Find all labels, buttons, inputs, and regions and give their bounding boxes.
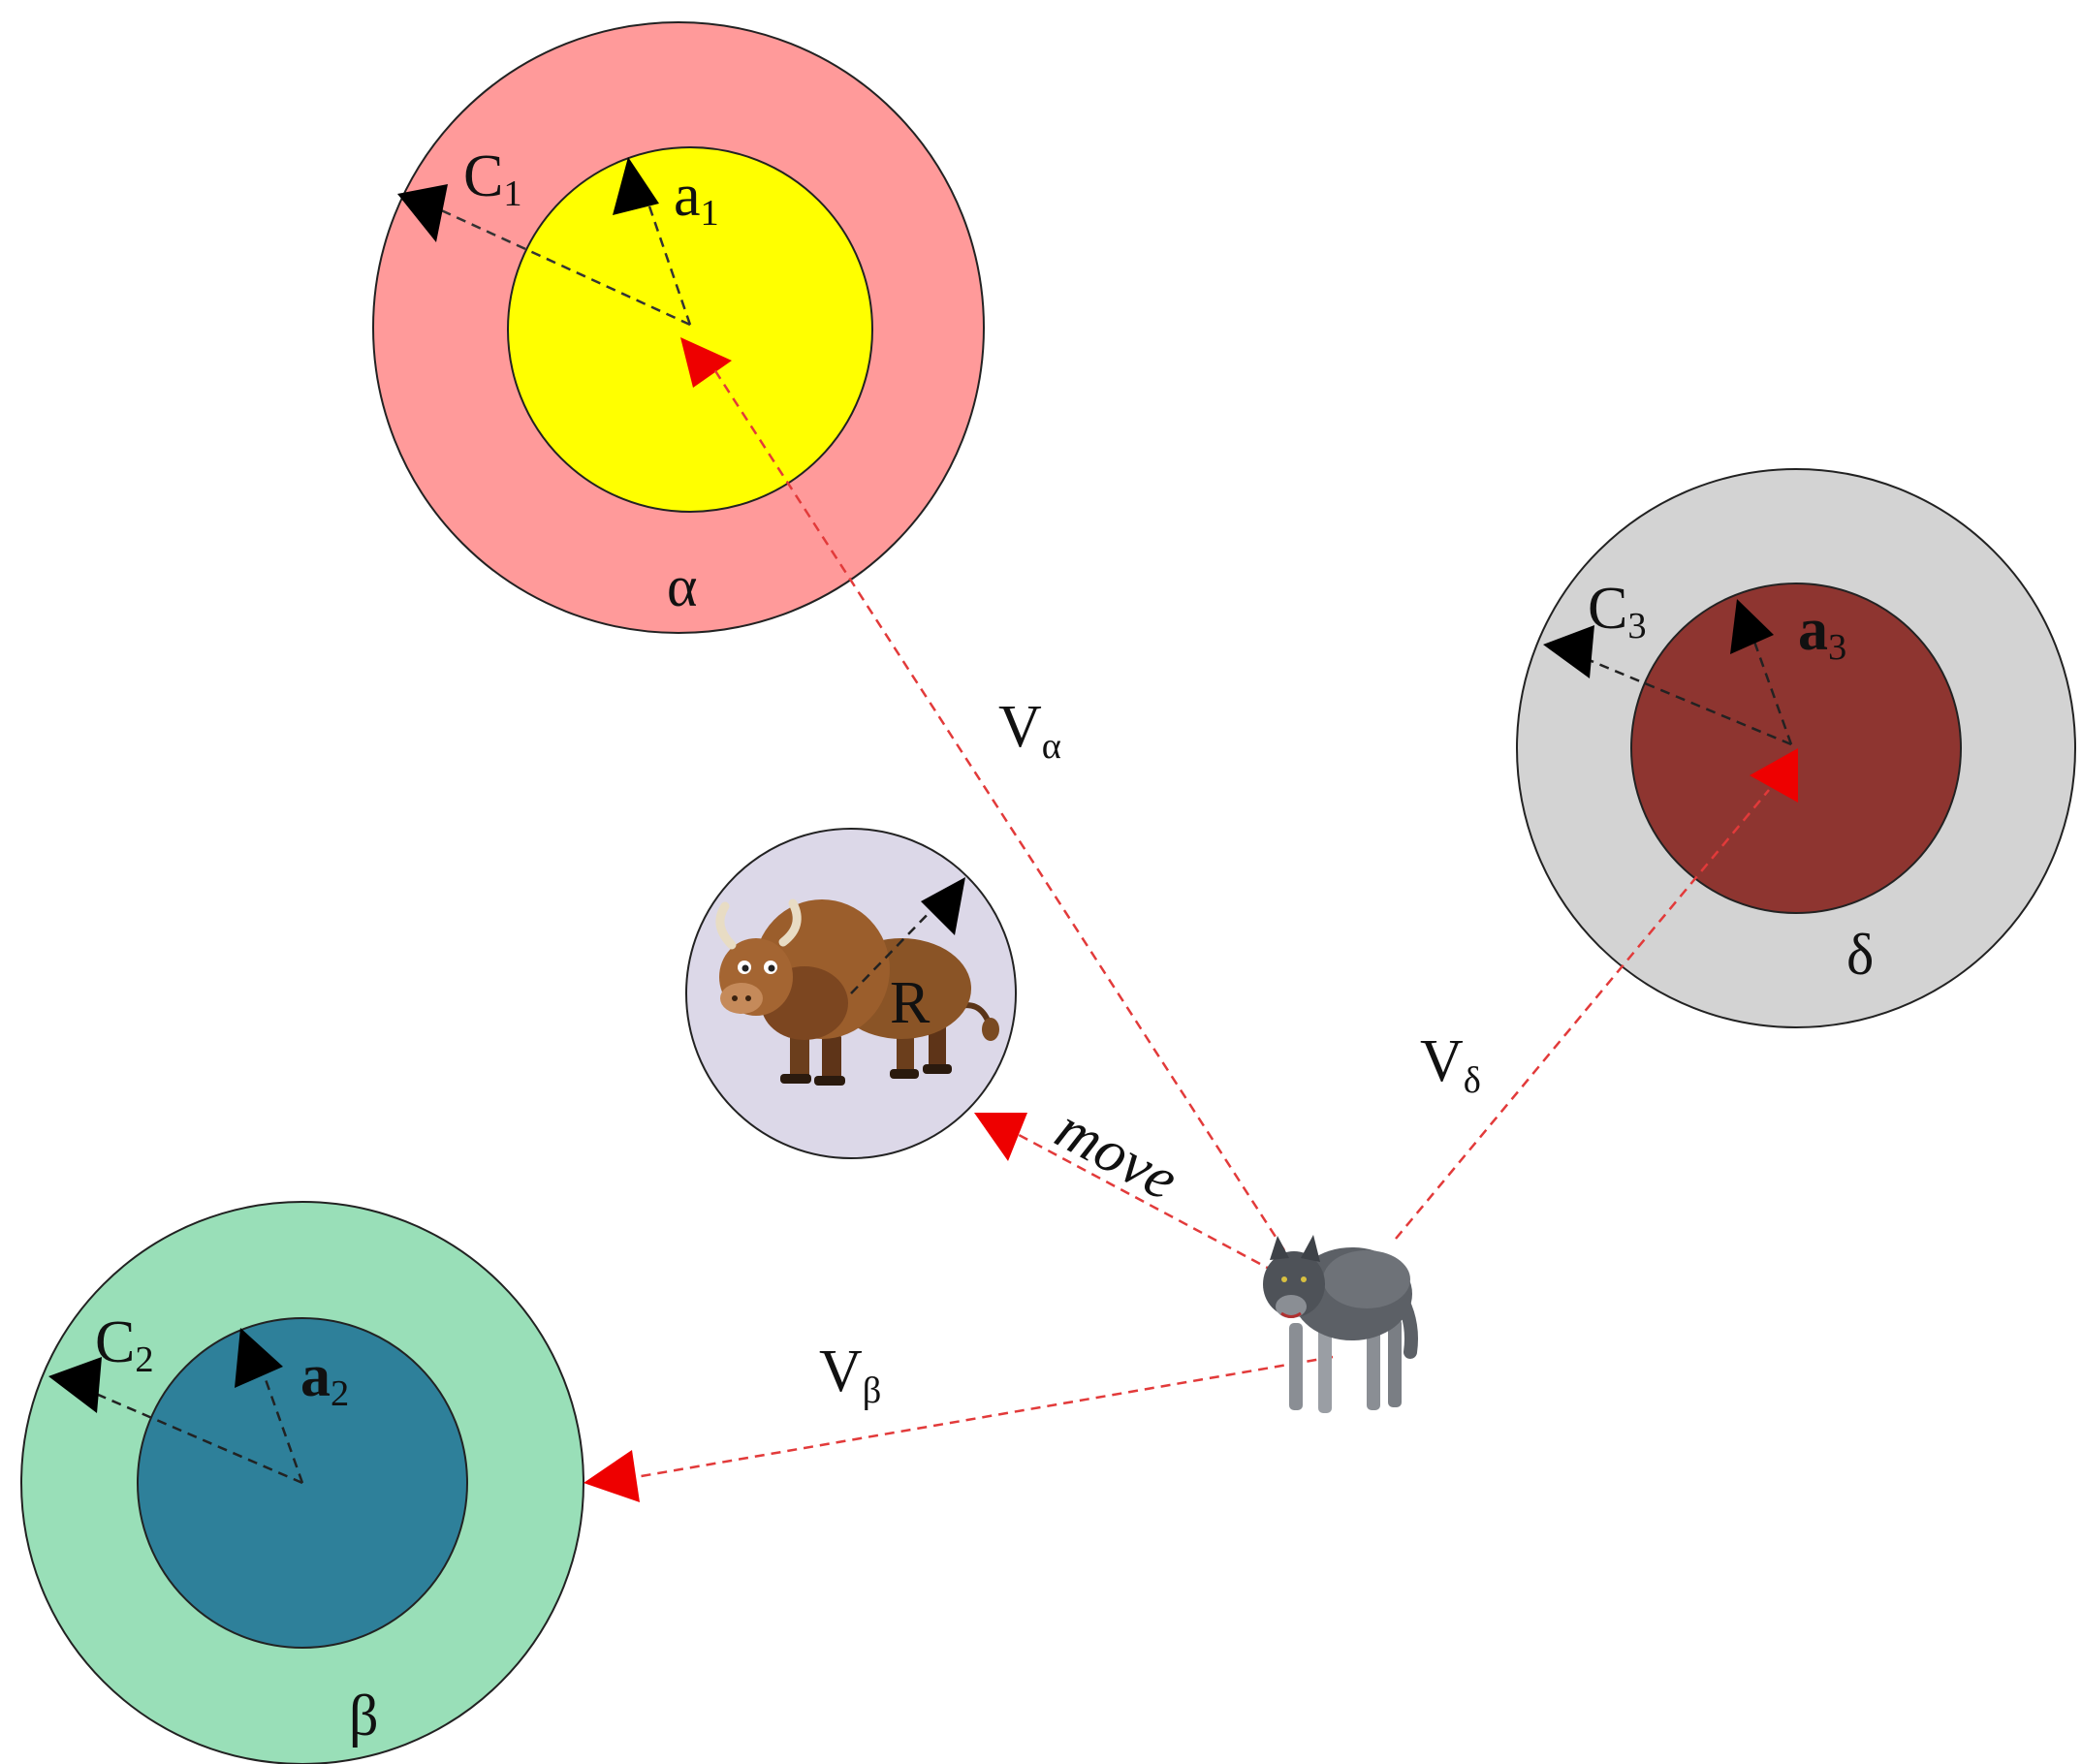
delta-a3-arrow-icon	[1730, 599, 1774, 654]
alpha-c1-arrow-icon	[397, 184, 448, 242]
alpha-center-arrow-icon	[680, 337, 732, 388]
alpha-inner-circle	[507, 146, 873, 513]
beta-a2-radius-line	[255, 1354, 304, 1484]
beta-c2-arrow-icon	[48, 1357, 102, 1413]
move-label: move	[1045, 1095, 1187, 1213]
prey-radius-label: R	[890, 970, 931, 1036]
wolf-icon	[1263, 1235, 1418, 1413]
v-beta-label: Vβ	[819, 1339, 881, 1411]
bison-icon	[715, 898, 999, 1086]
delta-c3-label: C3	[1588, 576, 1647, 646]
prey-group: R	[685, 828, 1017, 1159]
beta-c2-radius-line	[81, 1386, 303, 1485]
delta-name-label: δ	[1846, 923, 1874, 987]
delta-inner-circle	[1630, 583, 1962, 914]
delta-a3-label: a3	[1798, 597, 1846, 668]
delta-a3-radius-line	[1748, 627, 1793, 745]
move-arrow-icon	[974, 1113, 1027, 1161]
v-delta-label: Vδ	[1420, 1028, 1481, 1101]
delta-group: C3 a3 δ	[1516, 468, 2076, 1028]
prey-radius-line	[850, 905, 936, 994]
v-beta-line	[629, 1355, 1334, 1480]
alpha-a1-arrow-icon	[613, 157, 659, 215]
v-alpha-line	[710, 365, 1286, 1251]
beta-name-label: β	[349, 1684, 379, 1748]
delta-c3-arrow-icon	[1543, 625, 1594, 678]
v-beta-arrow-icon	[584, 1450, 640, 1502]
alpha-c1-label: C1	[463, 143, 522, 214]
prey-radius-arrow-icon	[921, 877, 965, 935]
alpha-name-label: α	[667, 554, 697, 618]
alpha-group: C1 a1 α	[372, 21, 985, 634]
delta-c3-radius-line	[1574, 652, 1792, 746]
alpha-a1-label: a1	[674, 163, 719, 234]
beta-a2-arrow-icon	[235, 1328, 283, 1388]
beta-group: C2 a2 β	[20, 1201, 584, 1764]
beta-a2-label: a2	[300, 1343, 349, 1414]
delta-center-arrow-icon	[1750, 748, 1798, 803]
v-alpha-label: Vα	[998, 694, 1061, 767]
move-line	[1007, 1127, 1276, 1274]
v-delta-line	[1395, 789, 1770, 1240]
beta-c2-label: C2	[95, 1309, 154, 1380]
